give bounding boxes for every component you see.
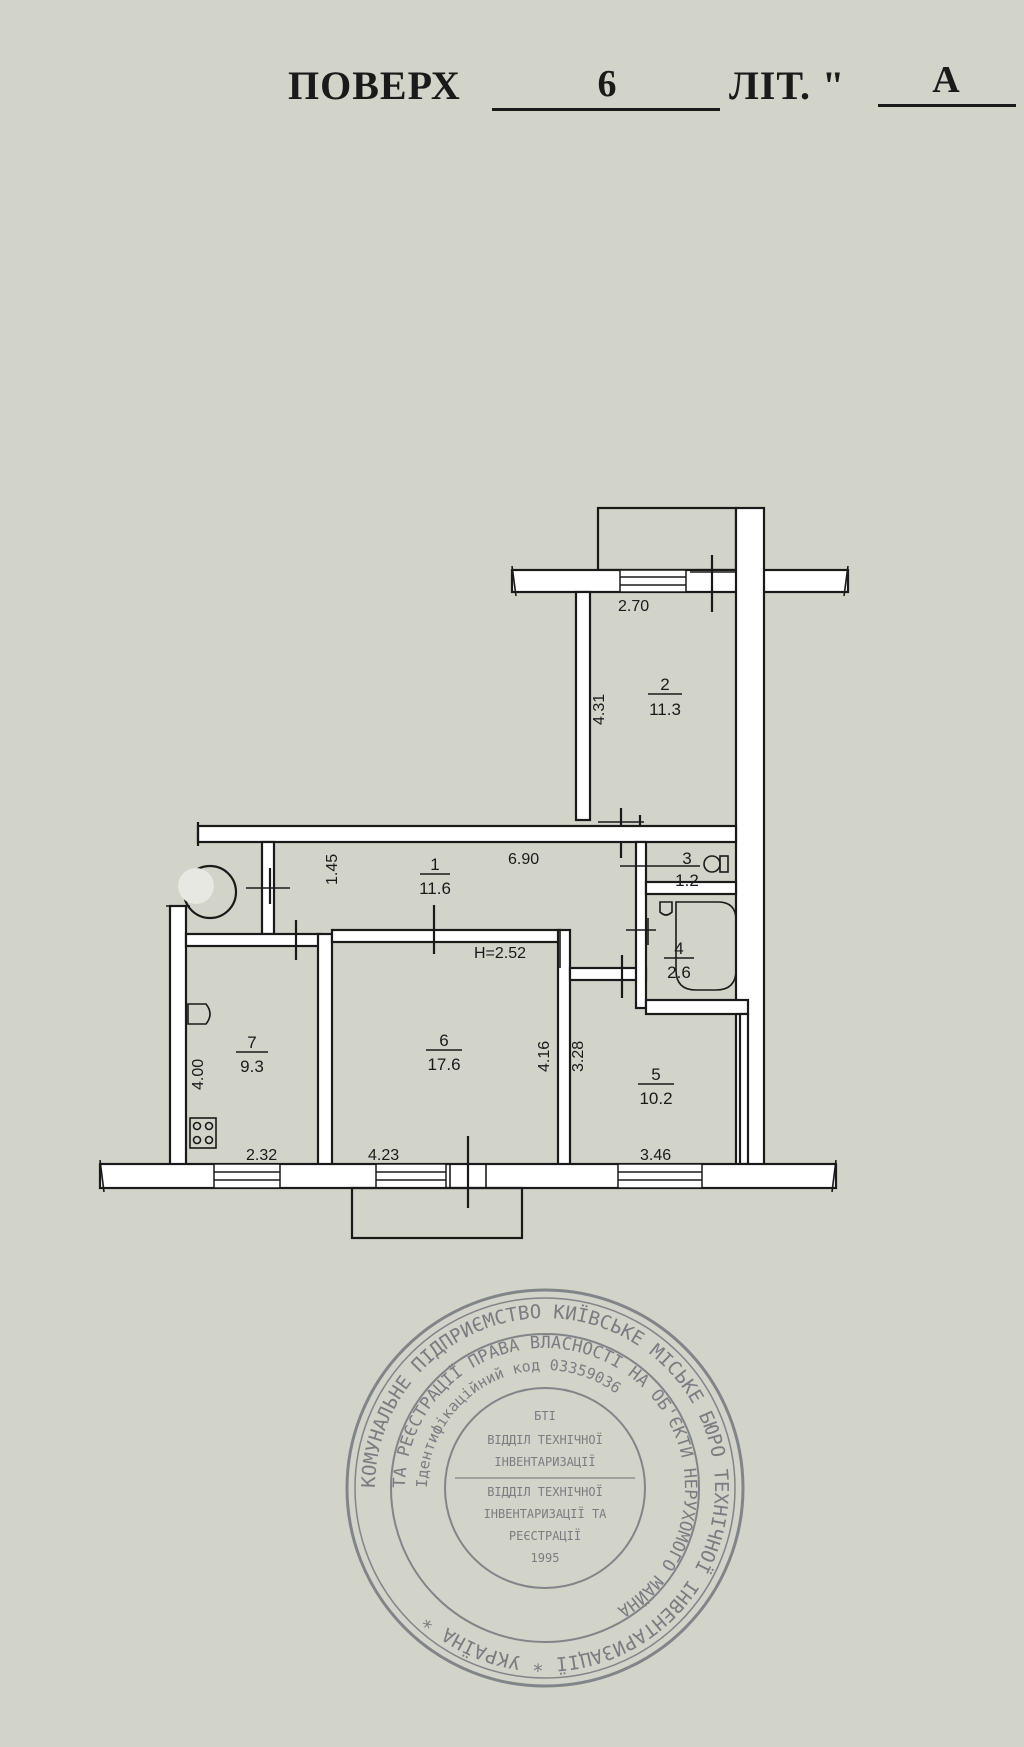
svg-text:4: 4 [674,939,683,958]
top-window [619,569,687,593]
svg-text:ВІДДІЛ ТЕХНІЧНОЇ: ВІДДІЛ ТЕХНІЧНОЇ [487,1484,603,1499]
room5-window [617,1163,703,1189]
room-2-label: 2 11.3 [648,675,682,719]
sink-icon [659,901,673,916]
dim-corridor-width: 1.45 [324,854,341,885]
svg-text:7: 7 [247,1033,256,1052]
room6-window [375,1163,447,1189]
letter-label: ЛІТ. " [729,63,846,108]
dim-room7-width: 2.32 [246,1147,277,1164]
svg-text:2: 2 [660,675,669,694]
svg-text:5: 5 [651,1065,660,1084]
dim-corridor-length: 6.90 [508,851,539,868]
room-7-label: 7 9.3 [236,1033,268,1076]
svg-text:17.6: 17.6 [427,1055,460,1074]
room-5-label: 5 10.2 [638,1065,674,1108]
bathtub-icon [675,901,737,991]
svg-text:ВІДДІЛ ТЕХНІЧНОЇ: ВІДДІЛ ТЕХНІЧНОЇ [487,1432,603,1447]
svg-text:ІНВЕНТАРИЗАЦІЇ: ІНВЕНТАРИЗАЦІЇ [494,1454,595,1469]
top-balcony [596,506,738,572]
floor-label: ПОВЕРХ [288,63,461,108]
dim-room6-width: 4.23 [368,1147,399,1164]
letter-value: А [932,59,960,101]
room-1-label: 1 11.6 [419,855,451,898]
balcony-door-top [690,555,736,612]
svg-text:11.6: 11.6 [419,879,451,898]
letter-underline [878,104,1016,107]
dim-room7-length: 4.00 [190,1059,207,1090]
room2-left-wall [574,590,592,822]
svg-text:ТА РЕЄСТРАЦІЇ ПРАВА ВЛАСНОСТІ: ТА РЕЄСТРАЦІЇ ПРАВА ВЛАСНОСТІ НА ОБ'ЄКТИ… [390,1333,700,1621]
svg-text:11.3: 11.3 [649,700,681,719]
svg-text:1.2: 1.2 [675,871,699,890]
left-exterior-wall [168,904,188,1170]
floor-value: 6 [597,63,617,105]
floor-underline [492,108,720,111]
bottom-balcony [350,1186,524,1240]
room6-top-wall [330,928,562,944]
official-stamp: КОМУНАЛЬНЕ ПІДПРИЄМСТВО КИЇВСЬКЕ МІСЬКЕ … [345,1288,745,1688]
bathroom-left-wall [634,840,648,1010]
svg-text:1995: 1995 [531,1551,560,1565]
ceiling-height: H=2.52 [474,945,526,962]
toilet-icon [703,855,729,873]
dim-room5-depth: 3.28 [570,1041,587,1072]
balcony-door-bottom [449,1136,487,1208]
floor-header: ПОВЕРХ 6 ЛІТ. " А [0,0,1024,130]
room-4-label: 4 2.6 [664,939,694,982]
svg-text:РЕЄСТРАЦІЇ: РЕЄСТРАЦІЇ [509,1528,581,1543]
room6-left-wall [316,932,334,1168]
svg-text:9.3: 9.3 [240,1057,264,1076]
dim-room6-depth: 4.16 [536,1041,553,1072]
room-6-label: 6 17.6 [426,1031,462,1074]
room-3-label: 3 1.2 [675,849,699,890]
kitchen-sink-icon [187,1003,211,1025]
stove-icon [189,1117,217,1149]
svg-text:3: 3 [682,849,691,868]
dim-room5-width: 3.46 [640,1147,671,1164]
corridor-top-wall [196,824,738,844]
svg-text:10.2: 10.2 [639,1089,672,1108]
svg-text:ІНВЕНТАРИЗАЦІЇ ТА: ІНВЕНТАРИЗАЦІЇ ТА [484,1506,608,1521]
svg-text:2.6: 2.6 [667,963,691,982]
dim-room2-width: 2.70 [618,598,649,615]
svg-text:6: 6 [439,1031,448,1050]
svg-text:БТІ: БТІ [534,1409,556,1423]
kitchen-window [213,1163,281,1189]
svg-text:1: 1 [430,855,439,874]
dim-room2-length: 4.31 [591,694,608,725]
